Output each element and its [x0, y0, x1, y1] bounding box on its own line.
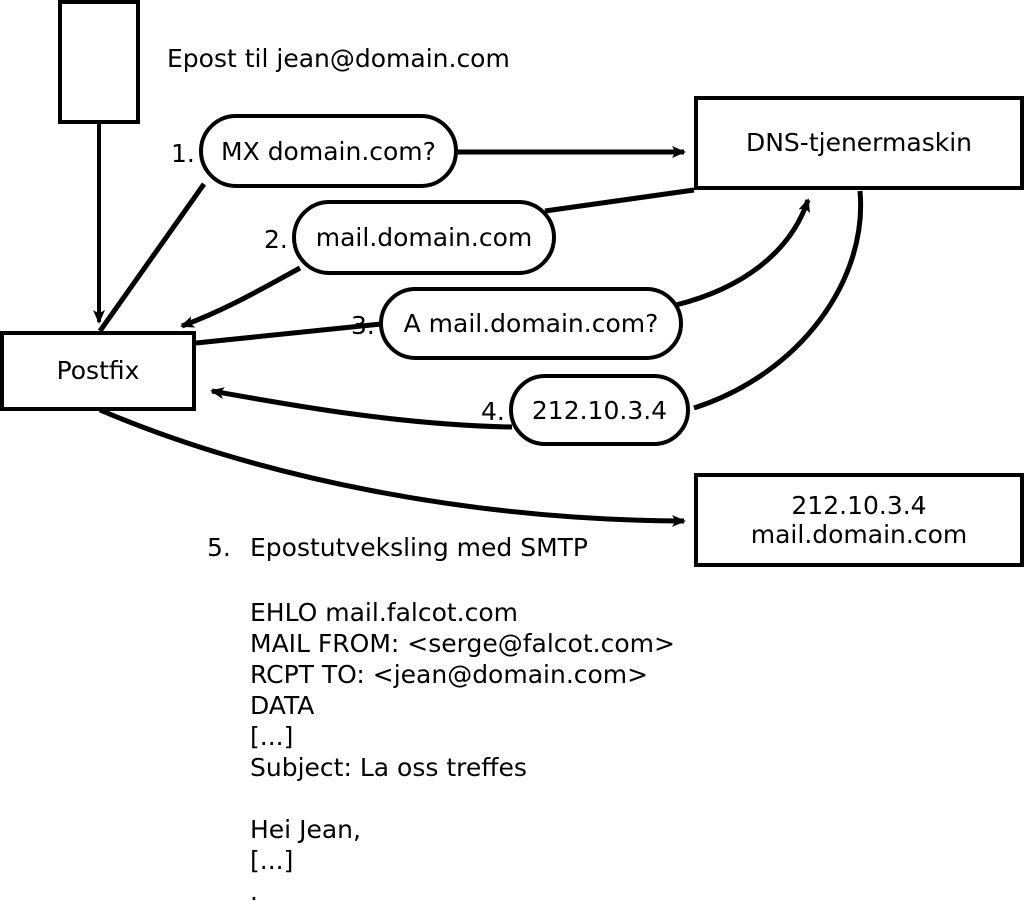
step-5-row: 5. Epostutveksling med SMTP: [207, 533, 588, 562]
bubble-step-3-label: A mail.domain.com?: [403, 309, 659, 338]
node-mail-server-ip: 212.10.3.4: [791, 490, 927, 520]
step-number-1: 1.: [171, 139, 195, 168]
bubble-step-2-label: mail.domain.com: [315, 223, 533, 252]
node-dns-server-label: DNS-tjenermaskin: [745, 128, 972, 158]
node-mail-server-box[interactable]: 212.10.3.4 mail.domain.com: [694, 473, 1024, 567]
step-number-3: 3.: [351, 311, 375, 340]
bubble-step-1[interactable]: MX domain.com?: [199, 114, 458, 188]
node-mail-server-lines: 212.10.3.4 mail.domain.com: [698, 491, 1020, 550]
bubble-step-3[interactable]: A mail.domain.com?: [379, 287, 683, 360]
connector-bubble4-to-postfix: [210, 387, 513, 430]
bubble-step-2[interactable]: mail.domain.com: [292, 200, 556, 275]
connector-bubble3-to-dns: [675, 198, 811, 308]
step-number-5: 5.: [207, 533, 231, 562]
node-dns-server-box[interactable]: DNS-tjenermaskin: [694, 96, 1024, 190]
node-postfix-box[interactable]: Postfix: [0, 331, 196, 411]
connector-postfix-to-bubble1: [97, 182, 207, 333]
connector-postfix-to-mailserver: [99, 407, 686, 527]
step-number-4: 4.: [481, 397, 505, 426]
step-number-2: 2.: [264, 225, 288, 254]
node-mail-server-hostname: mail.domain.com: [750, 520, 968, 549]
step-5-label: Epostutveksling med SMTP: [250, 533, 589, 562]
connector-postfix-to-bubble3: [195, 321, 382, 346]
page-title: Epost til jean@domain.com: [167, 44, 510, 73]
bubble-step-4-label: 212.10.3.4: [531, 395, 668, 425]
connector-dns-to-bubble2: [544, 187, 695, 214]
bubble-step-4[interactable]: 212.10.3.4: [509, 374, 690, 446]
node-client-box[interactable]: [58, 0, 140, 124]
smtp-transcript: EHLO mail.falcot.com MAIL FROM: <serge@f…: [250, 598, 675, 906]
bubble-step-1-label: MX domain.com?: [221, 136, 436, 166]
node-postfix-label: Postfix: [56, 356, 140, 386]
connector-bubble2-to-postfix: [180, 265, 302, 329]
connector-dns-to-bubble4: [693, 190, 864, 411]
